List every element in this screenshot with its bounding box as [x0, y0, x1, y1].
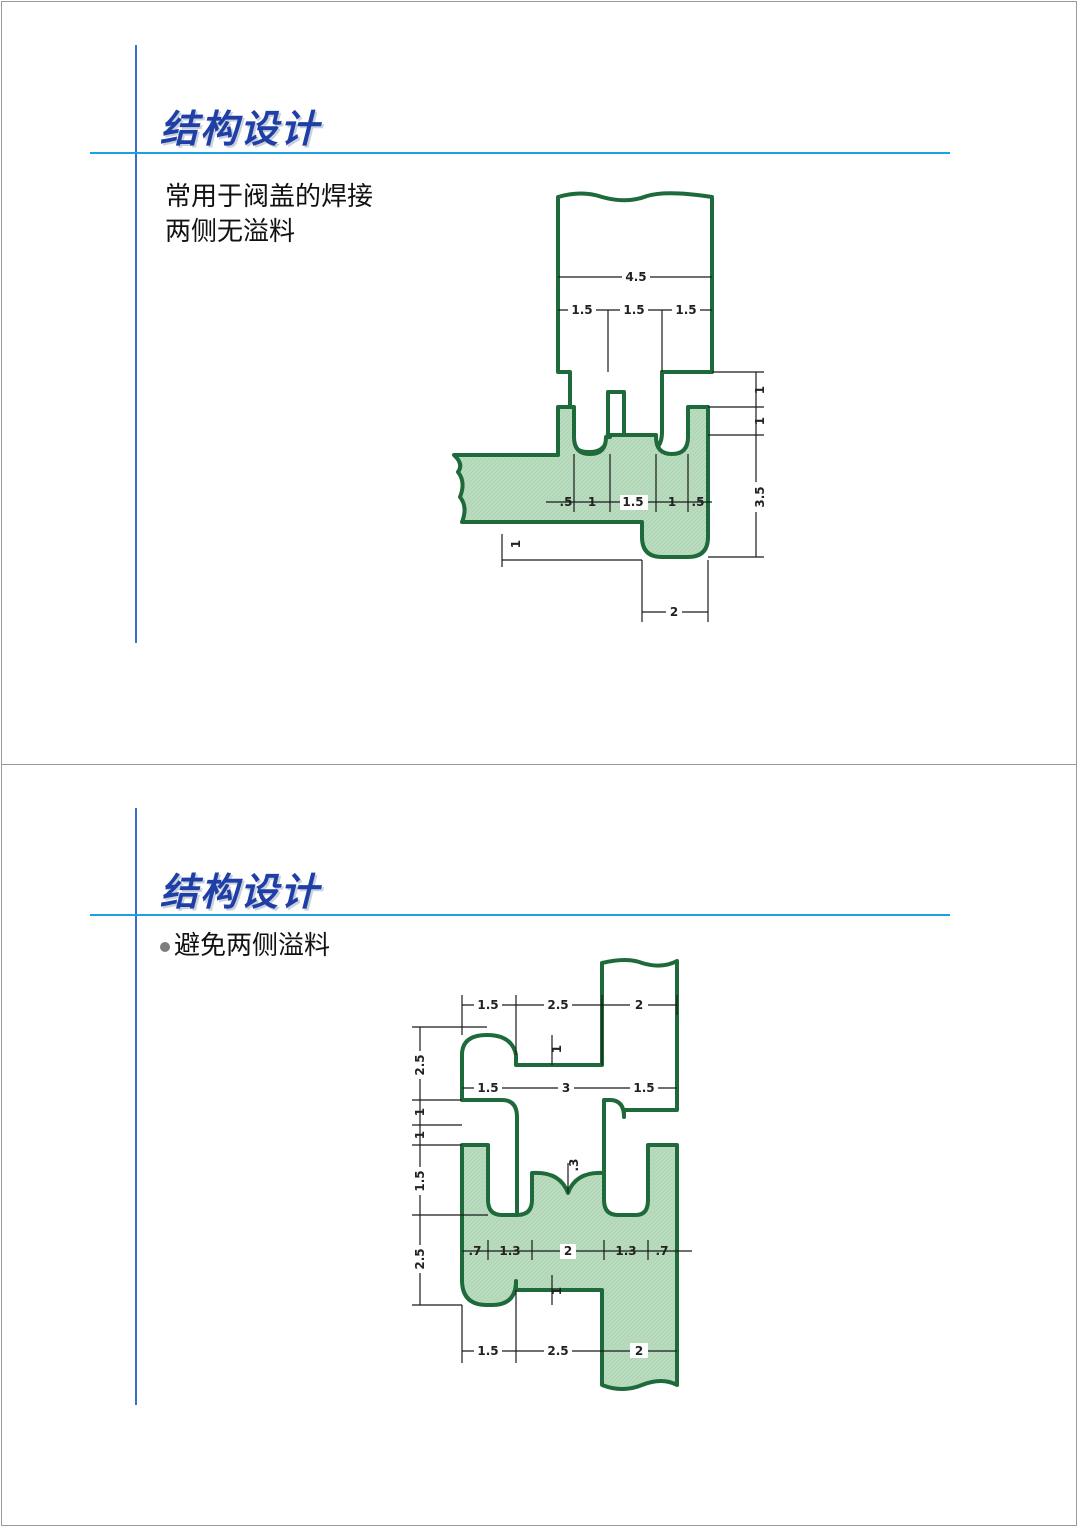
dim-1-b: 1 [668, 495, 676, 509]
dim-v-1-a: 1 [413, 1108, 427, 1116]
dim-v-2-5-a: 2.5 [413, 1054, 427, 1075]
dim-bot-2: 2 [635, 1344, 643, 1358]
dim-top-2-5: 2.5 [547, 998, 568, 1012]
slide-accent-vertical-line [135, 808, 137, 1405]
slide-text-line-2: 两侧无溢料 [165, 217, 296, 247]
dim-mid-1-5-a: 1.5 [477, 1081, 498, 1095]
bullet-item: 避免两侧溢料 [160, 925, 330, 962]
dim-1-5-c: 1.5 [675, 303, 696, 317]
slide-2: 结构设计 避免两侧溢料 [1, 764, 1077, 1526]
dim-mid-3: 3 [562, 1081, 570, 1095]
dim-mid-1-5-b: 1.5 [633, 1081, 654, 1095]
dim-v-1-b: 1 [413, 1131, 427, 1139]
slide-accent-horizontal-line [90, 152, 950, 154]
dim-v-0-3: .3 [567, 1159, 581, 1172]
dim-2: 2 [670, 605, 678, 619]
dim-0-5-a: .5 [560, 495, 573, 509]
dim-p-1-3-a: 1.3 [499, 1244, 520, 1258]
weld-joint-drawing-1: 4.5 1.5 1.5 1.5 1 1 3.5 .5 1 1.5 1 .5 1 … [452, 191, 767, 622]
dim-1-5-b: 1.5 [623, 303, 644, 317]
dim-3-5: 3.5 [753, 486, 767, 507]
dim-p-0-7-b: .7 [656, 1244, 669, 1258]
dimension-labels: 4.5 1.5 1.5 1.5 1 1 3.5 .5 1 1.5 1 .5 1 … [509, 268, 767, 620]
dim-top-2: 2 [635, 998, 643, 1012]
dim-p-2: 2 [564, 1244, 572, 1258]
slide-1: 结构设计 常用于阀盖的焊接 两侧无溢料 [1, 1, 1077, 765]
dim-v-1-bottom: 1 [550, 1287, 564, 1295]
dim-v-2-5-b: 2.5 [413, 1248, 427, 1269]
dim-top-1-5: 1.5 [477, 998, 498, 1012]
dim-p-1-3-b: 1.3 [615, 1244, 636, 1258]
dim-1-5-mid: 1.5 [622, 495, 643, 509]
lower-part-outline [452, 405, 710, 559]
dim-p-0-7-a: .7 [469, 1244, 482, 1258]
dimension-labels: 1.5 2.5 2 1 2.5 1.5 3 1.5 1 1 .3 1.5 .7 … [410, 997, 668, 1358]
dim-v-1-top: 1 [550, 1045, 564, 1053]
dim-bot-2-5: 2.5 [547, 1344, 568, 1358]
slide-title: 结构设计 [160, 107, 321, 151]
bullet-text: 避免两侧溢料 [174, 931, 331, 961]
dim-v-1-5: 1.5 [413, 1170, 427, 1191]
dim-1-5-a: 1.5 [571, 303, 592, 317]
dim-4-5: 4.5 [625, 270, 646, 284]
lower-part-outline [460, 1143, 679, 1391]
slide-text-line-1: 常用于阀盖的焊接 [165, 182, 374, 212]
dim-1-vert-b: 1 [753, 417, 767, 425]
dim-bot-1-5: 1.5 [477, 1344, 498, 1358]
dim-1-a: 1 [588, 495, 596, 509]
slide-accent-horizontal-line [90, 914, 950, 916]
bullet-dot-icon [160, 941, 170, 952]
dim-0-5-b: .5 [692, 495, 705, 509]
weld-joint-drawing-2: 1.5 2.5 2 1 2.5 1.5 3 1.5 1 1 .3 1.5 .7 … [410, 958, 692, 1391]
dim-1-vert-a: 1 [753, 386, 767, 394]
dim-1-vert-c: 1 [509, 540, 523, 548]
slide-accent-vertical-line [135, 45, 137, 643]
slide-title: 结构设计 [160, 870, 321, 914]
